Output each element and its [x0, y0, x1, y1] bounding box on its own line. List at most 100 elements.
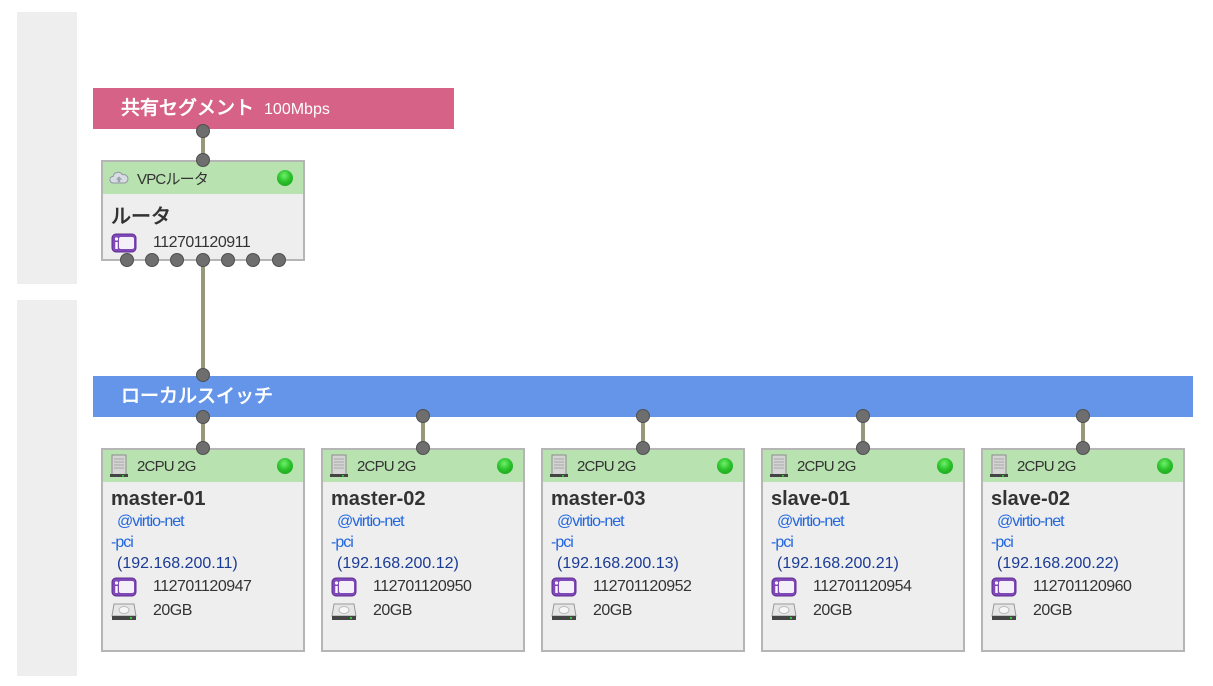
router-port[interactable] — [221, 253, 235, 267]
server-port[interactable] — [636, 441, 650, 455]
ip-address: (192.168.200.21) — [777, 555, 899, 572]
server-id: 112701120950 — [373, 578, 472, 595]
server-card[interactable]: 2CPU 2G master-01 @virtio-net -pci (192.… — [101, 448, 305, 652]
server-id-row: 112701120954 — [763, 575, 963, 599]
disk-icon — [331, 603, 357, 620]
connector-port[interactable] — [196, 368, 210, 382]
server-card[interactable]: 2CPU 2G slave-02 @virtio-net -pci (192.1… — [981, 448, 1185, 652]
server-id: 112701120947 — [153, 578, 252, 595]
server-port[interactable] — [196, 441, 210, 455]
local-switch-label: ローカルスイッチ — [121, 386, 274, 407]
router-port[interactable] — [145, 253, 159, 267]
ip-address: (192.168.200.12) — [337, 555, 459, 572]
server-icon — [330, 454, 348, 477]
server-card[interactable]: 2CPU 2G slave-01 @virtio-net -pci (192.1… — [761, 448, 965, 652]
nic-driver-line2[interactable]: -pci — [771, 534, 794, 551]
router-port[interactable] — [272, 253, 286, 267]
router-port[interactable] — [170, 253, 184, 267]
switch-port[interactable] — [636, 409, 650, 423]
router-port[interactable] — [246, 253, 260, 267]
server-id-row: 112701120950 — [323, 575, 523, 599]
server-id-row: 112701120947 — [103, 575, 303, 599]
ip-address: (192.168.200.11) — [117, 555, 238, 572]
router-port[interactable] — [120, 253, 134, 267]
status-indicator-icon — [277, 458, 293, 474]
disk-row: 20GB — [543, 599, 743, 623]
ip-address: (192.168.200.22) — [997, 555, 1119, 572]
disk-row: 20GB — [763, 599, 963, 623]
server-icon — [550, 454, 568, 477]
server-name: master-03 — [551, 488, 646, 510]
disk-icon — [551, 603, 577, 620]
server-port[interactable] — [416, 441, 430, 455]
server-name: slave-01 — [771, 488, 850, 510]
switch-port[interactable] — [856, 409, 870, 423]
disk-icon — [991, 603, 1017, 620]
server-card[interactable]: 2CPU 2G master-02 @virtio-net -pci (192.… — [321, 448, 525, 652]
server-spec: 2CPU 2G — [1017, 457, 1076, 475]
nic-driver-line2[interactable]: -pci — [991, 534, 1014, 551]
server-card-header: 2CPU 2G — [543, 450, 743, 482]
nic-driver-line1[interactable]: @virtio-net — [117, 513, 185, 530]
router-card-header: VPCルータ — [103, 162, 303, 194]
disk-size: 20GB — [153, 602, 192, 619]
server-name: slave-02 — [991, 488, 1070, 510]
ip-address: (192.168.200.13) — [557, 555, 679, 572]
server-spec: 2CPU 2G — [577, 457, 636, 475]
connection-wire — [641, 420, 645, 446]
router-id: 112701120911 — [153, 234, 251, 251]
shared-segment-label: 共有セグメント — [121, 98, 255, 119]
server-icon — [770, 454, 788, 477]
router-port[interactable] — [196, 253, 210, 267]
nic-driver-line1[interactable]: @virtio-net — [997, 513, 1065, 530]
server-id-row: 112701120952 — [543, 575, 743, 599]
server-id: 112701120954 — [813, 578, 912, 595]
server-name: master-01 — [111, 488, 206, 510]
connector-port[interactable] — [196, 124, 210, 138]
disk-row: 20GB — [103, 599, 303, 623]
nic-driver-line1[interactable]: @virtio-net — [337, 513, 405, 530]
server-spec: 2CPU 2G — [797, 457, 856, 475]
router-card[interactable]: VPCルータ ルータ 112701120911 — [101, 160, 305, 261]
nic-driver-line2[interactable]: -pci — [551, 534, 574, 551]
status-indicator-icon — [277, 170, 293, 186]
info-icon — [991, 577, 1017, 597]
disk-row: 20GB — [983, 599, 1183, 623]
connector-port[interactable] — [196, 153, 210, 167]
switch-port[interactable] — [416, 409, 430, 423]
server-id: 112701120952 — [593, 578, 692, 595]
status-indicator-icon — [497, 458, 513, 474]
info-icon — [551, 577, 577, 597]
nic-driver-line1[interactable]: @virtio-net — [777, 513, 845, 530]
info-icon — [771, 577, 797, 597]
disk-icon — [111, 603, 137, 620]
server-name: master-02 — [331, 488, 426, 510]
disk-size: 20GB — [593, 602, 632, 619]
server-card[interactable]: 2CPU 2G master-03 @virtio-net -pci (192.… — [541, 448, 745, 652]
server-port[interactable] — [1076, 441, 1090, 455]
connection-wire — [201, 262, 205, 374]
server-card-header: 2CPU 2G — [983, 450, 1183, 482]
nic-driver-line1[interactable]: @virtio-net — [557, 513, 625, 530]
status-indicator-icon — [937, 458, 953, 474]
connection-wire — [201, 131, 205, 161]
server-card-header: 2CPU 2G — [323, 450, 523, 482]
server-spec: 2CPU 2G — [137, 457, 196, 475]
server-port[interactable] — [856, 441, 870, 455]
server-icon — [990, 454, 1008, 477]
nic-driver-line2[interactable]: -pci — [111, 534, 134, 551]
disk-size: 20GB — [373, 602, 412, 619]
disk-row: 20GB — [323, 599, 523, 623]
nic-driver-line2[interactable]: -pci — [331, 534, 354, 551]
status-indicator-icon — [717, 458, 733, 474]
switch-port[interactable] — [196, 410, 210, 424]
switch-port[interactable] — [1076, 409, 1090, 423]
disk-icon — [771, 603, 797, 620]
connection-wire — [861, 420, 865, 446]
disk-size: 20GB — [813, 602, 852, 619]
side-panel-top — [17, 12, 77, 284]
connection-wire — [421, 420, 425, 446]
info-icon — [111, 577, 137, 597]
info-icon — [331, 577, 357, 597]
